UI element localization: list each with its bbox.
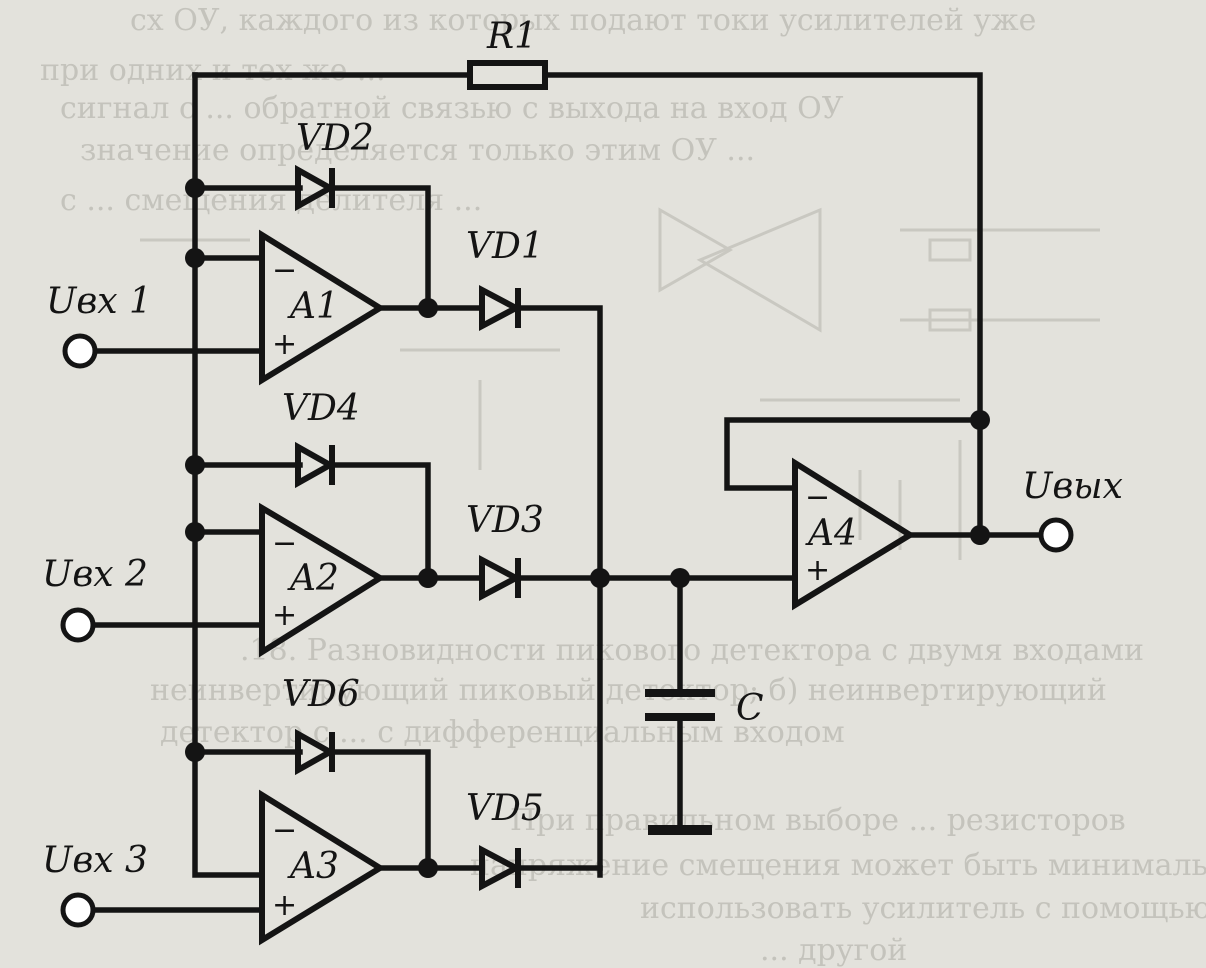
opamp-input-signs: − + − + − + − + — [272, 253, 830, 923]
input-terminal-1[interactable] — [62, 333, 98, 369]
opamp-a2 — [259, 502, 386, 658]
a1-minus-sign: − — [272, 253, 297, 288]
svg-text:неинвертирующий пиковый детект: неинвертирующий пиковый детектор; б) неи… — [150, 673, 1107, 708]
diode-vd6 — [295, 728, 337, 776]
opamp-a1 — [259, 229, 386, 386]
svg-text:.18. Разновидности пикового де: .18. Разновидности пикового детектора с … — [240, 633, 1144, 668]
terminal-labels: Uвх 1 Uвх 2 Uвх 3 Uвых — [42, 281, 1123, 881]
input-terminal-2[interactable] — [60, 607, 96, 643]
svg-text:сх ОУ, каждого из которых пода: сх ОУ, каждого из которых подают токи ус… — [130, 3, 1036, 38]
label-input-3: Uвх 3 — [42, 840, 148, 881]
a4-minus-sign: − — [805, 480, 830, 515]
label-r1: R1 — [486, 16, 537, 57]
label-c: C — [736, 688, 764, 729]
label-input-2: Uвх 2 — [42, 554, 148, 595]
diode-vd2 — [295, 164, 337, 212]
label-vd1: VD1 — [466, 226, 544, 267]
label-vd6: VD6 — [282, 674, 360, 715]
svg-text:сигнал с ... обратной связью с: сигнал с ... обратной связью с выхода на… — [60, 91, 844, 126]
bleed-through-background: сх ОУ, каждого из которых подают токи ус… — [40, 3, 1206, 968]
label-vd5: VD5 — [466, 788, 544, 829]
label-a1: A1 — [287, 286, 339, 327]
component-labels: R1 VD2 VD1 A1 VD4 VD3 A2 VD6 C VD5 A3 A4 — [282, 16, 857, 887]
svg-text:детектор с ... с дифференциаль: детектор с ... с дифференциальным входом — [160, 715, 845, 750]
a2-plus-sign: + — [272, 598, 297, 633]
diode-vd5 — [479, 845, 523, 891]
resistor-r1 — [467, 60, 548, 90]
a3-plus-sign: + — [272, 888, 297, 923]
output-terminal[interactable] — [1038, 517, 1074, 553]
capacitor-c — [645, 689, 715, 835]
label-a4: A4 — [805, 513, 857, 554]
label-vd2: VD2 — [296, 118, 374, 159]
svg-text:... другой: ... другой — [760, 933, 907, 968]
feedback-wire-right — [542, 72, 983, 538]
a4-plus-sign: + — [805, 553, 830, 588]
input-terminal-3[interactable] — [60, 892, 96, 928]
label-vd3: VD3 — [466, 500, 544, 541]
svg-text:При правильном выборе ... рези: При правильном выборе ... резисторов — [510, 803, 1126, 838]
a3-minus-sign: − — [272, 813, 297, 848]
diode-vd1 — [479, 285, 523, 331]
opamp-a3 — [259, 789, 386, 946]
circuit-wiring — [89, 72, 1043, 913]
label-vd4: VD4 — [282, 388, 360, 429]
diode-vd4 — [295, 441, 337, 489]
left-bus-wire — [192, 72, 265, 878]
opamp-a4 — [792, 457, 916, 611]
diode-vd3 — [479, 555, 523, 601]
label-input-1: Uвх 1 — [46, 281, 152, 322]
label-a2: A2 — [287, 558, 339, 599]
a1-plus-sign: + — [272, 327, 297, 362]
label-a3: A3 — [287, 846, 339, 887]
label-output: Uвых — [1022, 466, 1123, 507]
a2-minus-sign: − — [272, 526, 297, 561]
junction-dots — [185, 178, 990, 878]
svg-text:при одних и тех же ...: при одних и тех же ... — [40, 53, 386, 88]
svg-text:использовать усилитель с помощ: использовать усилитель с помощью входа — [640, 891, 1206, 926]
svg-text:значение определяется только э: значение определяется только этим ОУ ... — [80, 133, 755, 168]
